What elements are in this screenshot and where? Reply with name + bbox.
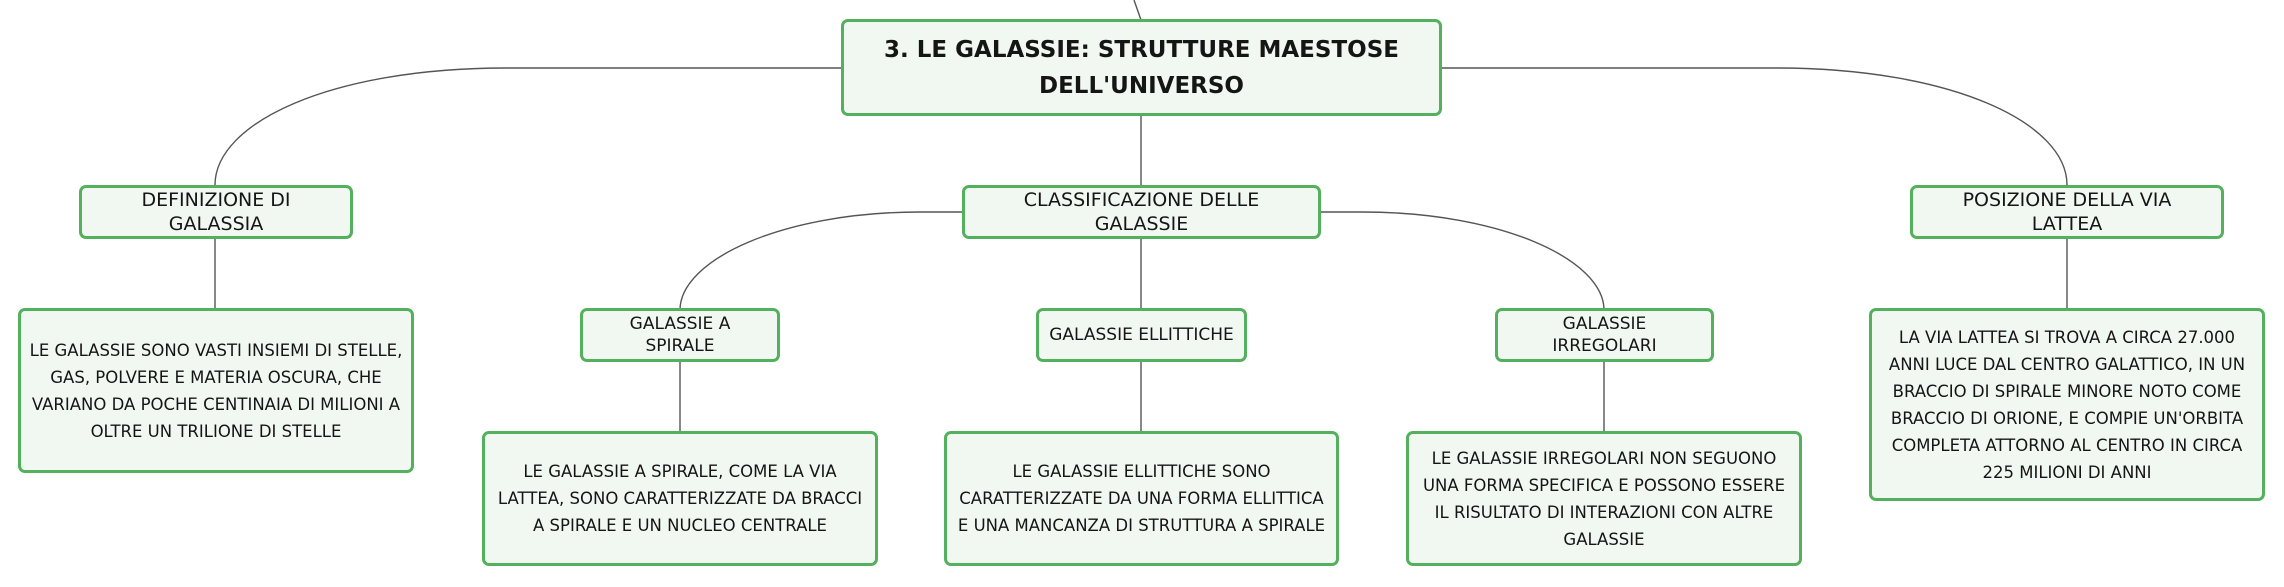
subtopic-spirale-node[interactable]: GALASSIE A SPIRALE [580,308,780,362]
topic-posizione-node[interactable]: POSIZIONE DELLA VIA LATTEA [1910,185,2224,239]
connector-root-to-definizione [214,67,842,186]
irregolari-description-node[interactable]: LE GALASSIE IRREGOLARI NON SEGUONO UNA F… [1406,431,1802,566]
subtopic-ellittiche-label: GALASSIE ELLITTICHE [1049,325,1234,345]
connector-parent-to-root [1133,0,1142,21]
definizione-description-node[interactable]: LE GALASSIE SONO VASTI INSIEMI DI STELLE… [18,308,414,473]
posizione-description-text: LA VIA LATTEA SI TROVA A CIRCA 27.000 AN… [1888,327,2246,482]
connector-root-to-posizione [1441,67,2068,186]
definizione-description-text: LE GALASSIE SONO VASTI INSIEMI DI STELLE… [29,340,403,441]
root-topic-node[interactable]: 3. LE GALASSIE: STRUTTURE MAESTOSE DELL'… [841,19,1442,116]
topic-classificazione-label: CLASSIFICAZIONE DELLE GALASSIE [1023,189,1260,235]
topic-classificazione-node[interactable]: CLASSIFICAZIONE DELLE GALASSIE [962,185,1321,239]
posizione-description-node[interactable]: LA VIA LATTEA SI TROVA A CIRCA 27.000 AN… [1869,308,2265,501]
irregolari-description-text: LE GALASSIE IRREGOLARI NON SEGUONO UNA F… [1422,448,1786,549]
subtopic-spirale-label: GALASSIE A SPIRALE [629,314,731,356]
topic-posizione-label: POSIZIONE DELLA VIA LATTEA [1962,189,2172,235]
spirale-description-text: LE GALASSIE A SPIRALE, COME LA VIA LATTE… [497,462,863,535]
ellittiche-description-node[interactable]: LE GALASSIE ELLITTICHE SONO CARATTERIZZA… [944,431,1339,566]
connector-classificazione-to-irregolari [1320,211,1605,311]
spirale-description-node[interactable]: LE GALASSIE A SPIRALE, COME LA VIA LATTE… [482,431,878,566]
subtopic-irregolari-label: GALASSIE IRREGOLARI [1552,314,1657,356]
topic-definizione-node[interactable]: DEFINIZIONE DI GALASSIA [79,185,353,239]
connector-classificazione-to-spirale [679,211,962,311]
subtopic-irregolari-node[interactable]: GALASSIE IRREGOLARI [1495,308,1714,362]
root-topic-label: 3. LE GALASSIE: STRUTTURE MAESTOSE DELL'… [884,36,1399,99]
subtopic-ellittiche-node[interactable]: GALASSIE ELLITTICHE [1036,308,1247,362]
ellittiche-description-text: LE GALASSIE ELLITTICHE SONO CARATTERIZZA… [957,462,1326,535]
topic-definizione-label: DEFINIZIONE DI GALASSIA [141,189,291,235]
